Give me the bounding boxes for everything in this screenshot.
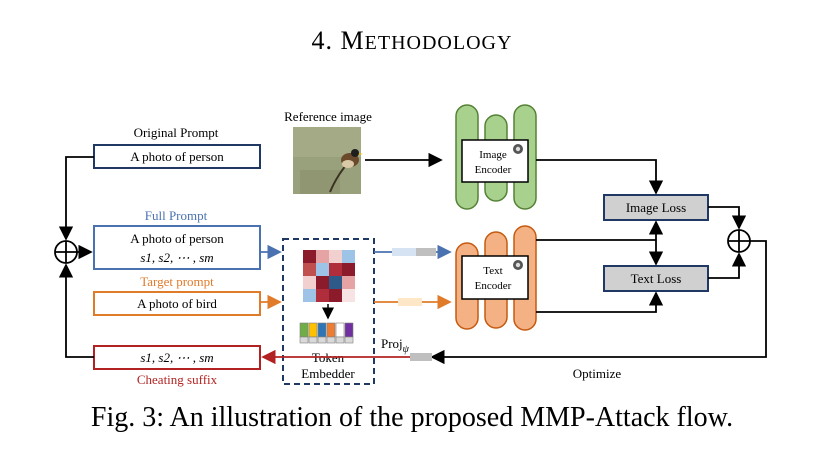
section-title: 4. METHODOLOGY [0,26,824,56]
proj-label: Projψ [381,336,410,355]
heatmap-cell [342,263,355,276]
heatmap-cell [342,250,355,263]
heatmap-cell [329,276,342,289]
token-bar [326,322,336,338]
token-bar-index [326,336,336,344]
image-encoder-line1: Image [479,149,507,161]
section-title-first: M [340,26,365,55]
token-embedder-line2: Embedder [301,366,355,381]
reference-image-label: Reference image [284,109,372,124]
target-to-text-loss-arrow [536,291,664,313]
lock-icon [513,260,523,270]
image-loss-label: Image Loss [626,200,686,215]
suffix-to-oplus-arrow [58,263,94,358]
full-prompt-label: Full Prompt [145,208,208,223]
section-number: 4. [311,26,334,55]
full-prompt-line1: A photo of person [130,231,224,246]
token-bar-index [299,336,309,344]
text-loss-to-oplus-arrow [708,252,747,279]
full-embedding-token-gray [416,248,436,256]
heatmap-cell [303,250,316,263]
heatmap-cell [316,263,329,276]
full-prompt-box [93,225,261,270]
original-to-oplus-arrow [58,156,94,241]
combine-operator-right [727,229,751,253]
proj-text: Proj [381,336,403,351]
original-prompt-text: A photo of person [130,149,224,164]
heatmap-cell [342,289,355,302]
figure-caption: Fig. 3: An illustration of the proposed … [90,402,734,433]
text-encoder [455,225,537,331]
target-prompt-label: Target prompt [140,274,214,289]
cheating-suffix-text: s1, s2, ⋯ , sm [140,350,213,365]
target-prompt-text: A photo of bird [137,296,217,311]
original-prompt-label: Original Prompt [134,125,219,140]
token-bar [335,322,345,338]
combine-operator-left [54,240,78,264]
heatmap-cell [303,289,316,302]
heatmap-cell [342,276,355,289]
full-embedding-token [392,248,416,256]
text-encoder-line2: Encoder [475,280,512,292]
token-bar-index [308,336,318,344]
heatmap-cell [303,276,316,289]
image-encoder-line2: Encoder [475,164,512,176]
heatmap-cell [316,250,329,263]
target-embedding-token [398,298,422,306]
proj-token [410,353,432,361]
heatmap-cell [329,250,342,263]
token-bar [344,322,354,338]
heatmap-cell [303,263,316,276]
full-prompt-line2: s1, s2, ⋯ , sm [140,250,213,265]
token-bar-index [344,336,354,344]
heatmap-cell [329,263,342,276]
token-bar [317,322,327,338]
optimize-arrow [430,240,767,365]
text-loss-label: Text Loss [631,271,682,286]
reference-image [293,127,363,194]
image-encoder [455,104,537,210]
heatmap-cell [316,276,329,289]
cheating-suffix-label: Cheating suffix [137,372,218,387]
proj-subscript: ψ [403,344,410,355]
token-bar [299,322,309,338]
heatmap-cell [329,289,342,302]
optimize-label: Optimize [573,366,622,381]
token-bar [308,322,318,338]
lock-icon [513,144,523,154]
image-loss-to-oplus-arrow [708,206,747,230]
token-bars [299,322,354,344]
token-bar-index [317,336,327,344]
token-bar-index [335,336,345,344]
image-loss-box [603,194,709,221]
target-prompt-box [93,291,261,316]
image-encoder-to-image-loss-arrow [536,159,664,195]
heatmap-cell [316,289,329,302]
embedding-heatmap [303,250,355,302]
section-title-rest: ETHODOLOGY [364,32,513,54]
text-encoder-line1: Text [483,265,502,277]
